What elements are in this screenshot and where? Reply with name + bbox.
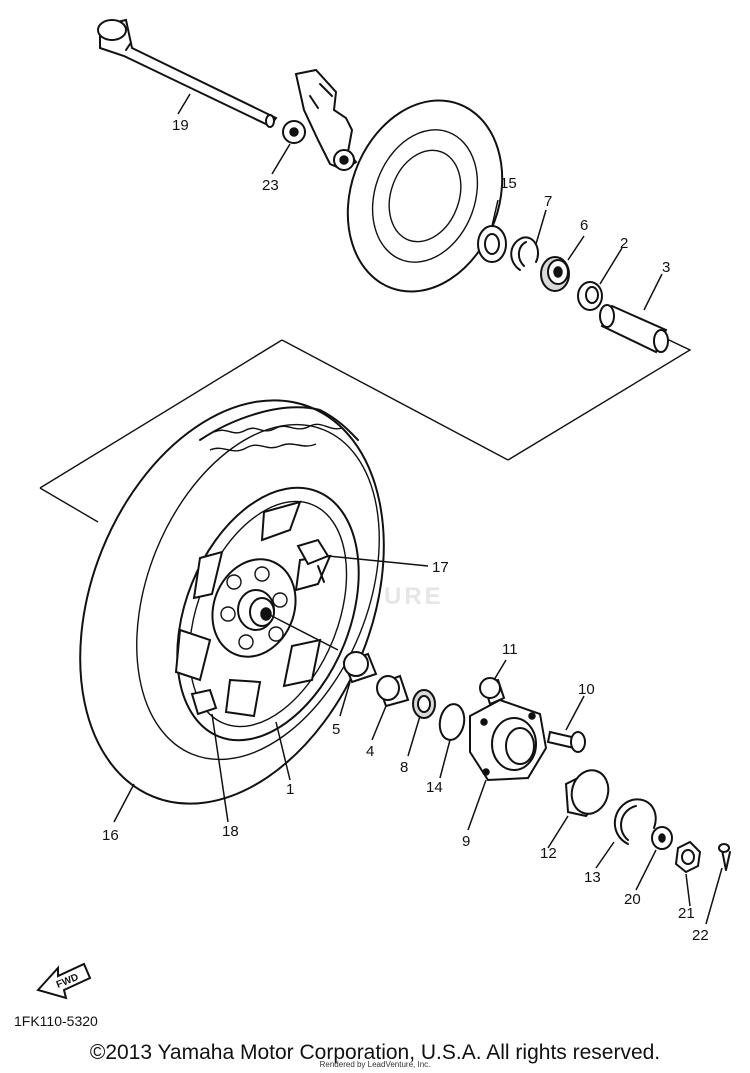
part-label-17: 17 (432, 559, 449, 576)
washer-20 (651, 826, 673, 850)
part-labels: 19 23 15 7 6 2 3 17 11 10 5 4 8 14 9 12 … (102, 117, 709, 944)
part-label-4: 4 (366, 743, 374, 760)
part-label-2: 2 (620, 235, 628, 252)
part-label-15: 15 (500, 175, 517, 192)
copyright-text: ©2013 Yamaha Motor Corporation, U.S.A. A… (89, 1041, 661, 1064)
brake-arm (294, 68, 358, 172)
part-label-9: 9 (462, 833, 470, 850)
part-label-13: 13 (584, 869, 601, 886)
part-label-19: 19 (172, 117, 189, 134)
circlip-13 (613, 798, 657, 845)
bearing-8 (412, 689, 436, 719)
bearing-6 (540, 256, 570, 292)
rendered-by-text: Rendered by LeadVenture, Inc. (319, 1060, 431, 1069)
nut-21 (674, 840, 702, 874)
cotter-pin (718, 843, 731, 871)
leader-lines (113, 93, 723, 925)
part-label-6: 6 (580, 217, 588, 234)
brake-disc (346, 99, 504, 293)
part-label-14: 14 (426, 779, 443, 796)
bearing-5 (342, 651, 378, 684)
part-label-10: 10 (578, 681, 595, 698)
spacer-4 (376, 674, 410, 708)
rear-axle (97, 18, 278, 128)
clutch-hub (469, 698, 548, 782)
oil-seal-15 (477, 225, 507, 263)
damper-11 (479, 677, 506, 706)
o-ring (438, 703, 466, 741)
part-label-21: 21 (678, 905, 695, 922)
circlip-7 (510, 236, 540, 271)
part-label-8: 8 (400, 759, 408, 776)
part-label-3: 3 (662, 259, 670, 276)
part-label-12: 12 (540, 845, 557, 862)
collar (282, 120, 306, 144)
spacer-3 (599, 304, 669, 354)
part-label-5: 5 (332, 721, 340, 738)
diagram-code: 1FK110-5320 (14, 1013, 98, 1029)
part-label-7: 7 (544, 193, 552, 210)
part-label-23: 23 (262, 177, 279, 194)
bearing-2 (577, 281, 603, 311)
part-label-22: 22 (692, 927, 709, 944)
part-label-11: 11 (502, 641, 518, 658)
part-label-20: 20 (624, 891, 641, 908)
part-label-18: 18 (222, 823, 239, 840)
wheel-hub (237, 589, 275, 631)
bolt-10 (546, 730, 586, 753)
fwd-arrow-icon: FWD (36, 962, 92, 1000)
bearing-12 (564, 769, 610, 818)
part-label-1: 1 (286, 781, 294, 798)
balance-weight (190, 688, 218, 716)
part-label-16: 16 (102, 827, 119, 844)
